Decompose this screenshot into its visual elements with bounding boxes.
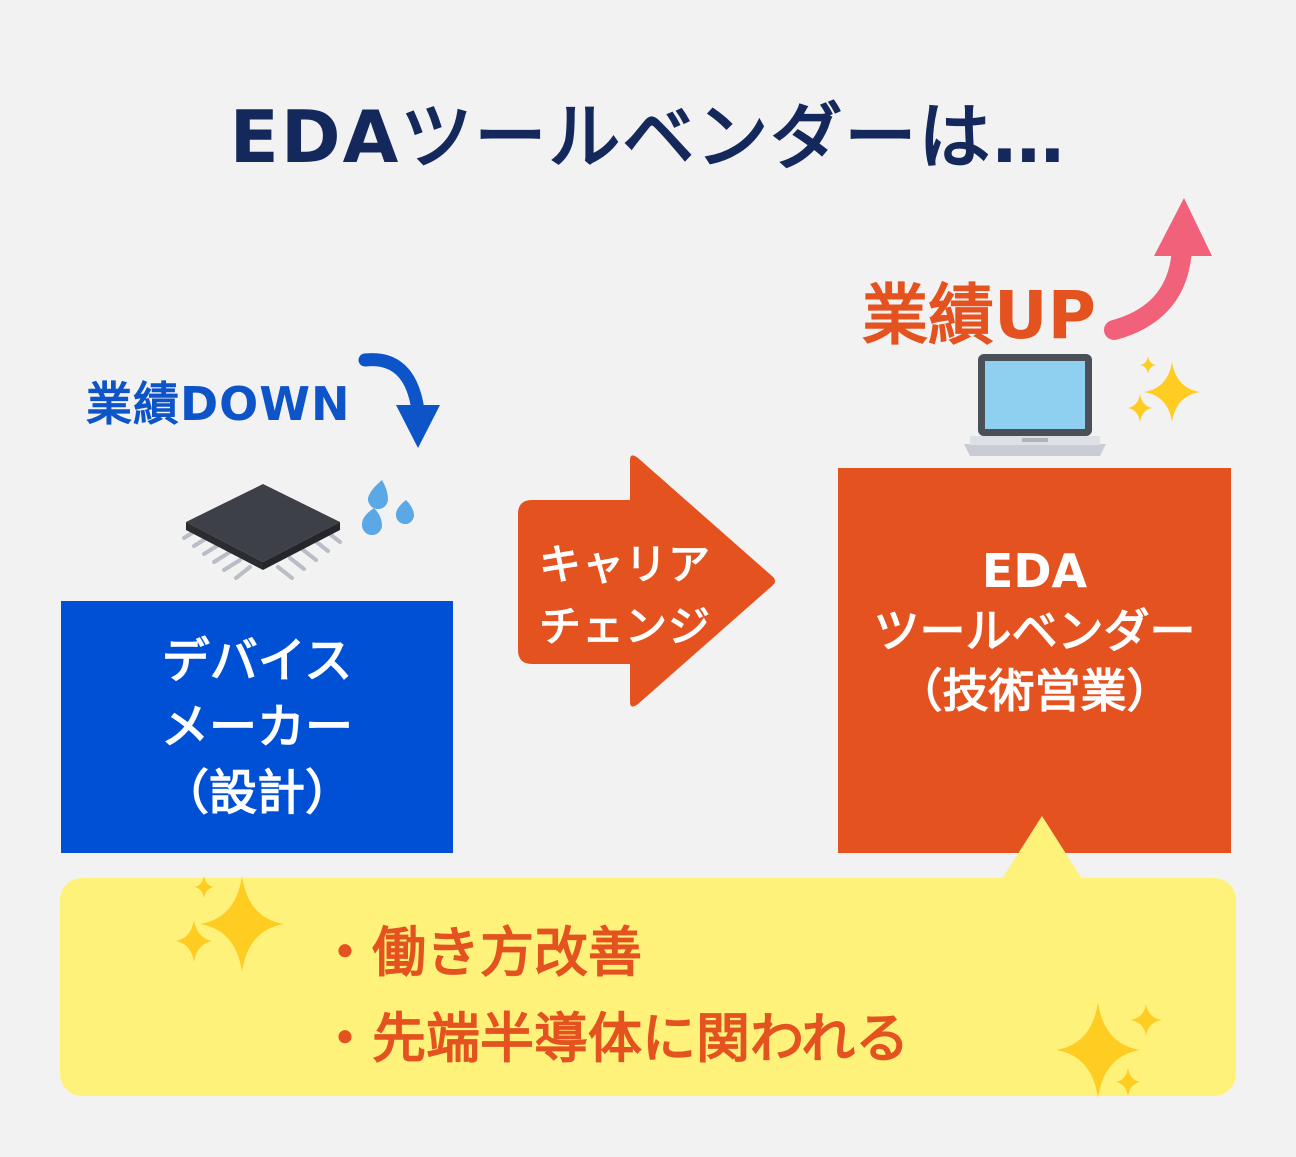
down-arrow-icon bbox=[358, 353, 440, 448]
device-maker-line: デバイス bbox=[161, 633, 353, 689]
career-change-arrow bbox=[518, 455, 775, 707]
eda-vendor-line: EDA bbox=[981, 543, 1088, 598]
device-maker-line: （設計） bbox=[160, 765, 353, 821]
eda-vendor-line: ツールベンダー bbox=[873, 603, 1196, 658]
laptop-icon bbox=[964, 354, 1106, 456]
career-change-label: キャリア チェンジ bbox=[525, 534, 725, 658]
sparkles-icon bbox=[1056, 1002, 1162, 1098]
device-maker-line: メーカー bbox=[160, 699, 353, 755]
eda-vendor-line: （技術営業） bbox=[896, 663, 1173, 718]
eda-vendor-box: EDA ツールベンダー （技術営業） bbox=[838, 468, 1231, 853]
performance-up-label: 業績UP bbox=[862, 277, 1096, 354]
page-title: EDAツールベンダーは… bbox=[229, 95, 1067, 179]
sparkles-icon bbox=[1128, 356, 1200, 422]
performance-down-label: 業績DOWN bbox=[86, 377, 351, 431]
career-change-line: キャリア bbox=[538, 540, 711, 589]
benefit-item: ・働き方改善 bbox=[318, 921, 642, 984]
up-arrow-icon bbox=[1104, 198, 1212, 340]
sparkles-icon bbox=[176, 876, 284, 972]
device-maker-box: デバイス メーカー （設計） bbox=[61, 601, 453, 853]
benefits-list: ・働き方改善 ・先端半導体に関われる bbox=[318, 910, 909, 1082]
benefit-item: ・先端半導体に関われる bbox=[318, 1007, 910, 1070]
career-change-line: チェンジ bbox=[538, 602, 711, 651]
chip-icon bbox=[182, 484, 342, 580]
sweat-drops-icon bbox=[361, 480, 414, 536]
bubble-pointer bbox=[1000, 816, 1084, 882]
